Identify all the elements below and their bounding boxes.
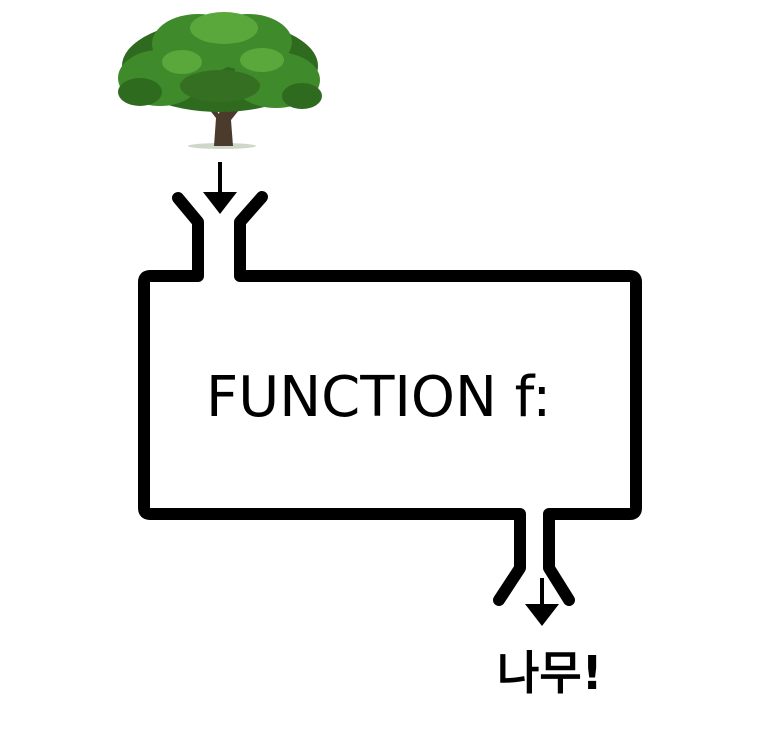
tree-icon: [118, 12, 322, 149]
function-label: FUNCTION f:: [206, 365, 551, 430]
output-arrow-icon: [525, 578, 559, 626]
output-label: 나무!: [497, 646, 603, 700]
input-arrow-icon: [203, 162, 237, 214]
function-machine-outline: [138, 191, 642, 606]
